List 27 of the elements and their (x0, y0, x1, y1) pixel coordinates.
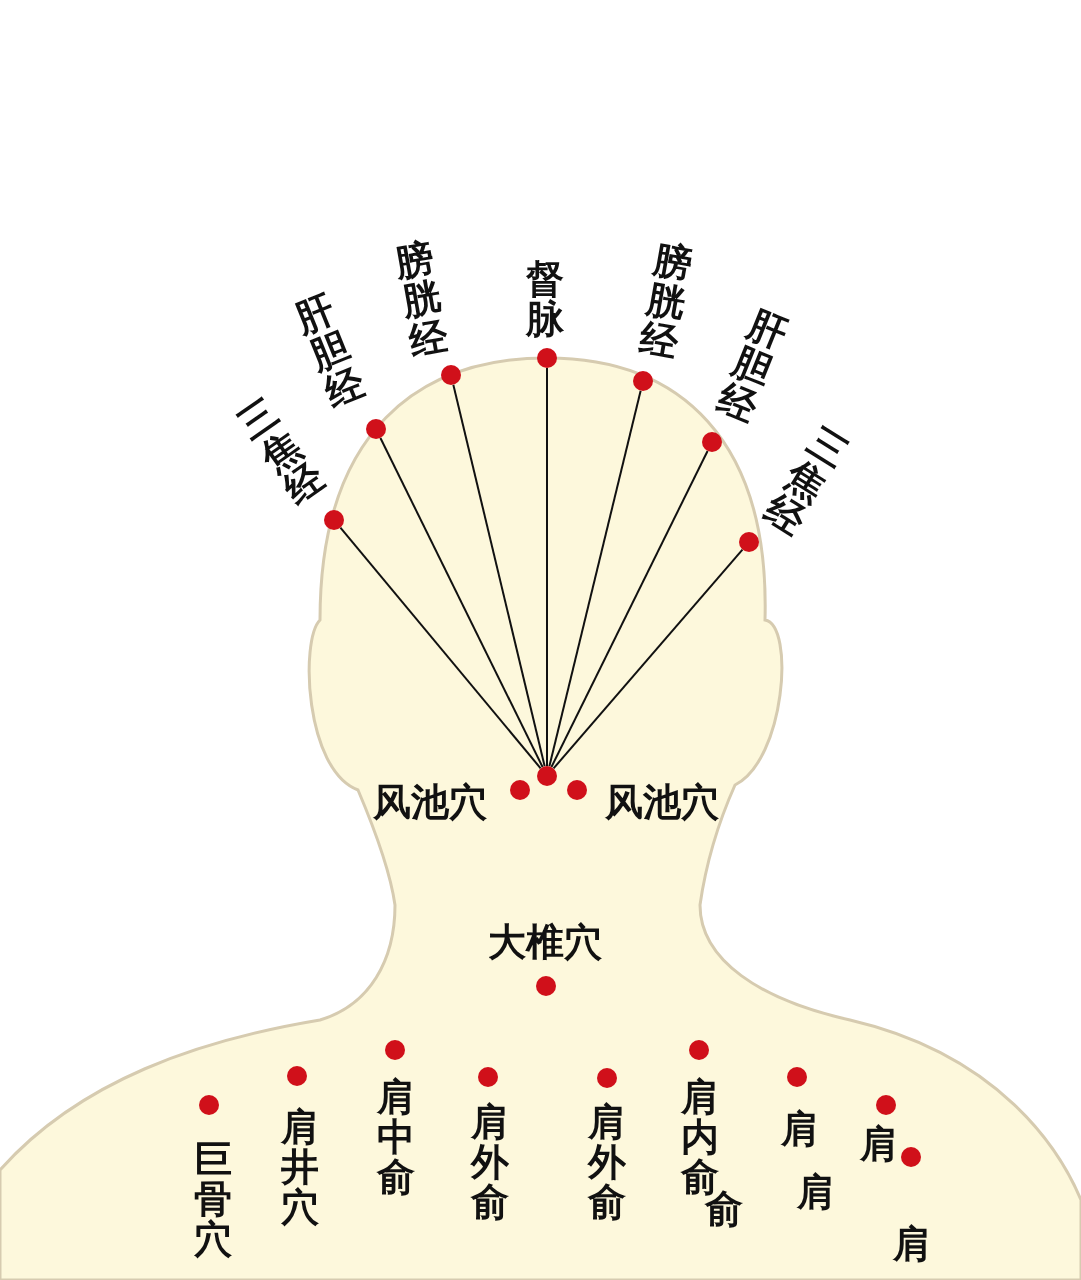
acupoint-label: 肩 (892, 1225, 932, 1265)
acupoint-label: 肩井穴 (280, 1108, 320, 1228)
acupoint-label: 肩 (780, 1110, 820, 1150)
acupoint-label: 肩外俞 (470, 1103, 510, 1223)
meridian-label: 督脉 (525, 260, 565, 340)
acupoint-label: 巨骨穴 (193, 1140, 233, 1260)
acupoint-dot (324, 510, 344, 530)
acupoint-label: 大椎穴 (488, 922, 602, 964)
connector-line (339, 526, 542, 770)
acupoint-label: 肩外俞 (587, 1103, 627, 1223)
connector-line (552, 548, 744, 770)
meridian-label: 膀胱经 (391, 237, 452, 363)
connector-line (548, 389, 642, 768)
acupoint-label: 肩中俞 (376, 1078, 416, 1198)
acupoint-label: 肩 (859, 1125, 899, 1165)
connector-line (379, 436, 544, 769)
meridian-label: 肝胆经 (289, 288, 371, 415)
connector-line (550, 449, 709, 769)
meridian-label: 膀胱经 (635, 239, 696, 365)
acupoint-label: 风池穴 (373, 782, 487, 824)
acupoint-label: 肩 (796, 1173, 836, 1213)
connector-line (452, 383, 546, 768)
acupoint-label: 风池穴 (605, 782, 719, 824)
acupoint-dot (441, 365, 461, 385)
acupoint-dot (366, 419, 386, 439)
connector-line (546, 367, 548, 767)
acupoint-dot (537, 348, 557, 368)
